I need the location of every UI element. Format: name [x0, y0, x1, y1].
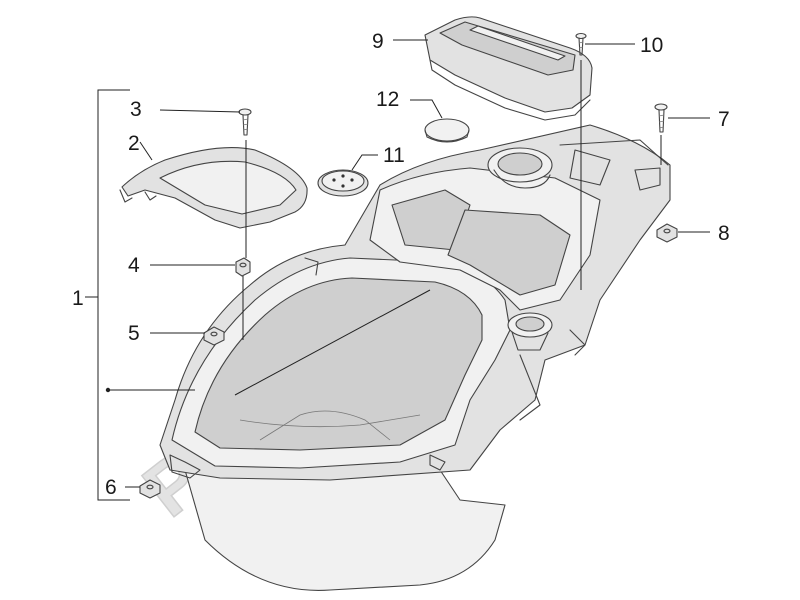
part-12-cap [424, 118, 470, 143]
part-8-clip [656, 223, 678, 243]
callout-labels: 1 2 3 4 5 6 7 8 9 10 11 12 [72, 30, 730, 499]
callout-4: 4 [128, 254, 140, 277]
callout-1: 1 [72, 287, 84, 310]
callout-5: 5 [128, 322, 140, 345]
helmet-compartment [159, 124, 671, 591]
part-5-clip [203, 326, 225, 346]
callout-6: 6 [105, 476, 117, 499]
part-7-screw [654, 103, 668, 133]
callout-9: 9 [372, 30, 384, 53]
part-6-clip [139, 479, 161, 499]
callout-2: 2 [128, 132, 140, 155]
callout-8: 8 [718, 222, 730, 245]
part-10-screw [575, 32, 587, 56]
leader-lines [85, 39, 710, 501]
part-4-clip [235, 257, 251, 277]
part-3-screw [238, 108, 252, 136]
callout-3: 3 [130, 98, 142, 121]
callout-7: 7 [718, 108, 730, 131]
part-9-lid [424, 16, 593, 121]
callout-12: 12 [376, 88, 399, 111]
callout-10: 10 [640, 34, 663, 57]
part-2-cover-flap [119, 146, 308, 229]
callout-11: 11 [383, 144, 405, 167]
part-11-grommet [317, 169, 369, 197]
